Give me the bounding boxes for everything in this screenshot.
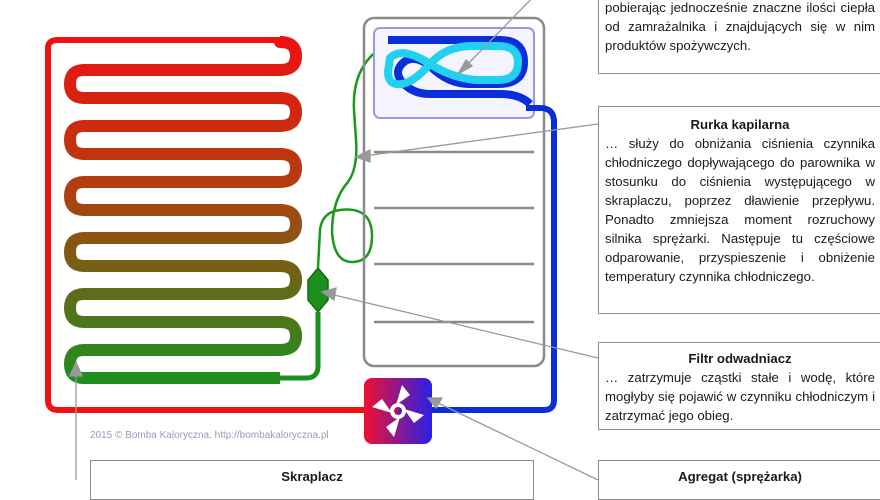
capillary-description: … służy do obniżania ciśnienia czynnika … [605,136,875,284]
capillary-tube [316,49,379,269]
compressor-title: Agregat (sprężarka) [678,469,802,484]
evaporator-label-box: intensywnie wrze i zamienia się w gaz, p… [598,0,880,74]
hot-gas-line [45,37,368,413]
condenser-label-box: Skraplacz [90,460,534,500]
filter-dryer [307,266,329,314]
fridge-shelves [374,150,534,324]
filter-description: … zatrzymuje cząstki stałe i wodę, które… [605,370,875,423]
fan-icon [372,385,424,437]
fridge-cabinet [362,16,546,368]
leader-lines [69,0,599,480]
liquid-line [280,312,321,381]
evaporator-coil [384,36,533,107]
copyright-text: 2015 © Bomba Kaloryczna. http://bombakal… [90,430,329,441]
compressor-label-box: Agregat (sprężarka) [598,460,880,500]
filter-label-box: Filtr odwadniacz … zatrzymuje cząstki st… [598,342,880,430]
capillary-title: Rurka kapilarna [690,117,790,132]
filter-title: Filtr odwadniacz [688,351,792,366]
compressor [364,378,432,444]
evaporator-description: intensywnie wrze i zamienia się w gaz, p… [605,0,875,53]
condenser-fins [94,56,274,392]
condenser-title: Skraplacz [281,469,343,484]
suction-line [432,105,557,413]
capillary-label-box: Rurka kapilarna … służy do obniżania ciś… [598,106,880,314]
refrigeration-cycle-diagram [45,0,599,480]
